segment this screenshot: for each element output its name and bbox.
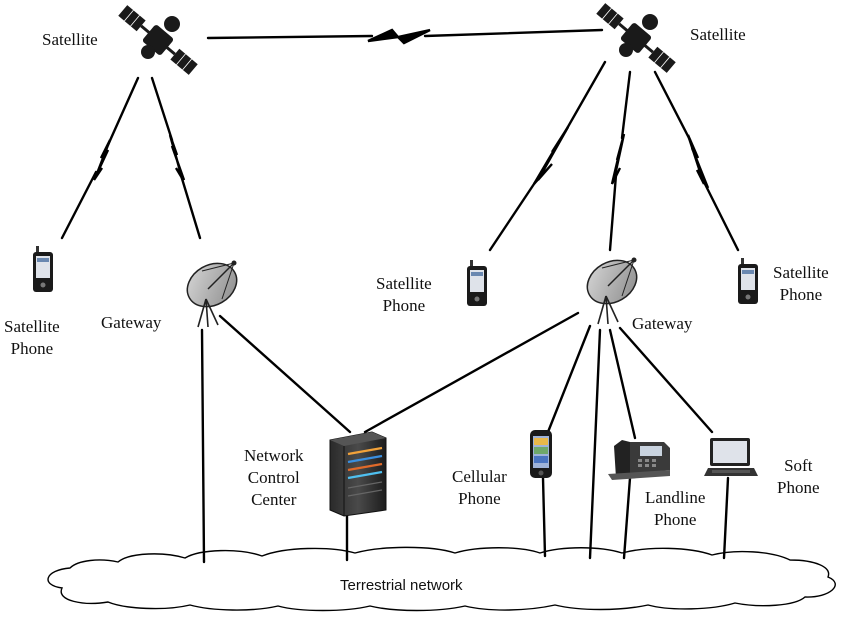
satellite-phone-right	[738, 258, 758, 304]
gateway-right-label: Gateway	[632, 314, 693, 333]
lightning-link-icon	[367, 28, 431, 45]
lightning-link-icon	[686, 134, 710, 189]
link-gateway-right-laptop	[618, 326, 714, 434]
wired-links	[200, 311, 730, 564]
satellite-right	[596, 3, 676, 73]
lightning-link-icon	[168, 134, 186, 181]
server-rack-icon	[329, 431, 387, 517]
solar-panel-left	[118, 5, 146, 32]
gateway-right-dish	[586, 257, 638, 325]
satellite-dish-small	[164, 16, 180, 32]
link-gateway-right-cellular	[546, 324, 592, 434]
link-cellular-terrestrial	[541, 476, 547, 558]
link-gateway-right-landline	[608, 328, 637, 440]
satellite-phone-mid	[467, 260, 487, 306]
smartphone-icon	[530, 430, 552, 478]
laptop-icon	[704, 438, 758, 476]
link-gateway-left-terrestrial	[200, 328, 206, 564]
satellite-right-label: Satellite	[690, 25, 746, 44]
link-ncc-gateway-right	[363, 311, 580, 434]
gateway-left-label: Gateway	[101, 313, 162, 332]
lightning-link-icon	[610, 133, 626, 185]
link-gateway-right-terrestrial	[588, 328, 602, 560]
gateway-left-dish	[186, 260, 238, 328]
terrestrial-network-cloud	[47, 546, 836, 612]
link-gateway-left-ncc	[218, 314, 352, 434]
satellite-left-label: Satellite	[42, 30, 98, 49]
lightning-link-icon	[92, 139, 112, 181]
desk-phone-icon	[608, 440, 670, 480]
terrestrial-network-label: Terrestrial network	[340, 577, 463, 594]
lightning-link-icon	[532, 126, 570, 185]
link-landline-terrestrial	[622, 476, 632, 560]
satellite-phone-left	[33, 246, 53, 292]
link-laptop-terrestrial	[722, 476, 730, 560]
solar-panel-right	[170, 48, 198, 75]
wireless-links	[60, 28, 740, 252]
satellite-left	[118, 5, 198, 75]
